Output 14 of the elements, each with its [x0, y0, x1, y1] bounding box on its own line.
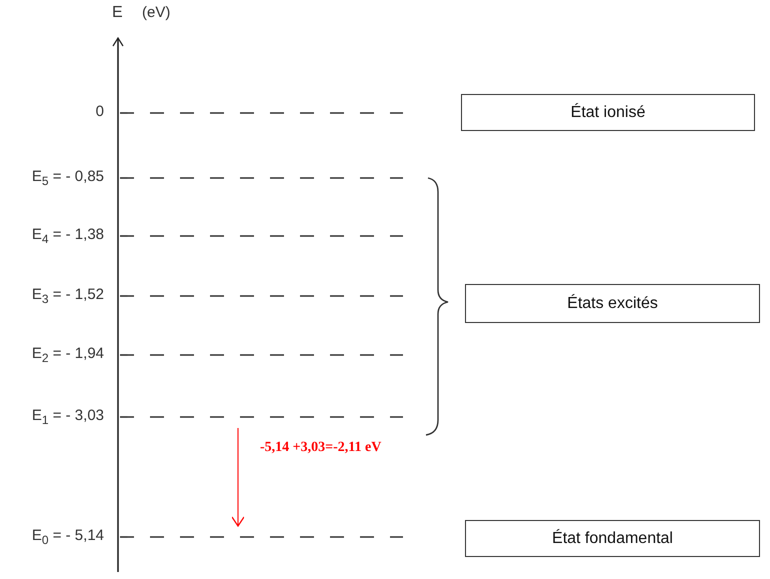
level-label: E$_{2}$ = - 1,94: [30, 345, 104, 365]
level-label: 0: [94, 103, 104, 120]
state-box: États excités: [465, 284, 760, 323]
arrow: [231, 428, 245, 527]
level-label: E$_{0}$ = - 5,14: [30, 527, 104, 547]
axis-label: (eV): [142, 4, 170, 21]
axis-label: E: [112, 4, 123, 22]
state-box: État fondamental: [465, 520, 760, 557]
state-box: État ionisé: [461, 94, 755, 131]
level-label: E$_{5}$ = - 0,85: [30, 168, 104, 188]
level-label: E$_{4}$ = - 1,38: [30, 226, 104, 246]
level-label: E$_{1}$ = - 3,03: [30, 407, 104, 427]
level-label: E$_{3}$ = - 1,52: [30, 286, 104, 306]
edge-label: -5,14 +3,03=-2,11 eV: [260, 440, 382, 456]
